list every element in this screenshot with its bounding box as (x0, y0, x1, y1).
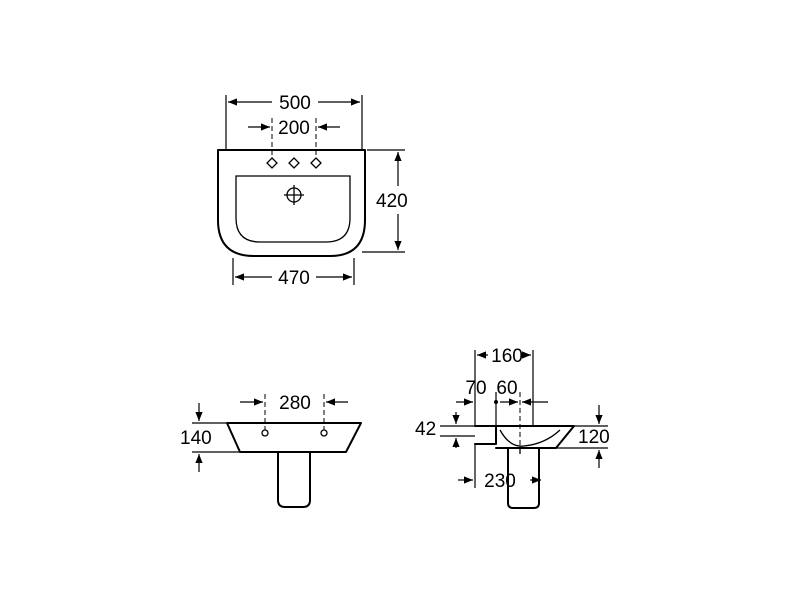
dimension-160: 160 (474, 346, 534, 426)
dimension-200-label: 200 (278, 118, 310, 139)
mounting-hole-right-icon (320, 429, 328, 437)
dimension-120-label: 120 (578, 427, 610, 448)
drain-icon (284, 185, 304, 205)
basin-side-bowl (499, 429, 561, 447)
basin-front-outline (226, 422, 362, 453)
dimension-140: 140 (180, 403, 240, 472)
dimension-420-label: 420 (376, 191, 408, 212)
dimension-70-label: 70 (465, 378, 486, 399)
dimension-280-label: 280 (279, 393, 311, 414)
pedestal (277, 451, 311, 508)
dimension-230-label: 230 (484, 471, 516, 492)
dimension-60-label: 60 (496, 378, 517, 399)
dimension-470-label: 470 (278, 268, 310, 289)
tap-hole-left-icon (266, 157, 278, 169)
wall-bracket (474, 425, 497, 445)
basin-outline (217, 149, 366, 257)
dimension-500-label: 500 (279, 93, 311, 114)
basin-side-outline (495, 425, 575, 449)
mounting-hole-left-icon (261, 429, 269, 437)
dimension-120: 120 (556, 405, 610, 468)
dimension-470: 470 (232, 258, 355, 289)
dimension-160-label: 160 (491, 346, 523, 367)
basin-bowl (235, 175, 351, 243)
dimension-500: 500 (225, 93, 363, 150)
dimension-70-60: 70 60 (456, 378, 548, 448)
dimension-140-label: 140 (180, 428, 212, 449)
tap-holes (266, 157, 322, 169)
dimension-230: 230 (458, 444, 541, 492)
dimension-280: 280 (240, 393, 348, 430)
dimension-42-label: 42 (415, 419, 436, 440)
dimension-42: 42 (415, 412, 475, 448)
tap-hole-center-icon (288, 157, 300, 169)
tap-hole-right-icon (310, 157, 322, 169)
front-view: 280 140 (180, 393, 362, 508)
pedestal-side (507, 447, 540, 509)
dimension-420: 420 (362, 149, 408, 253)
top-view: 500 200 420 470 (217, 93, 408, 289)
side-view: 160 70 60 42 120 (415, 346, 610, 509)
dimension-200: 200 (248, 118, 340, 158)
